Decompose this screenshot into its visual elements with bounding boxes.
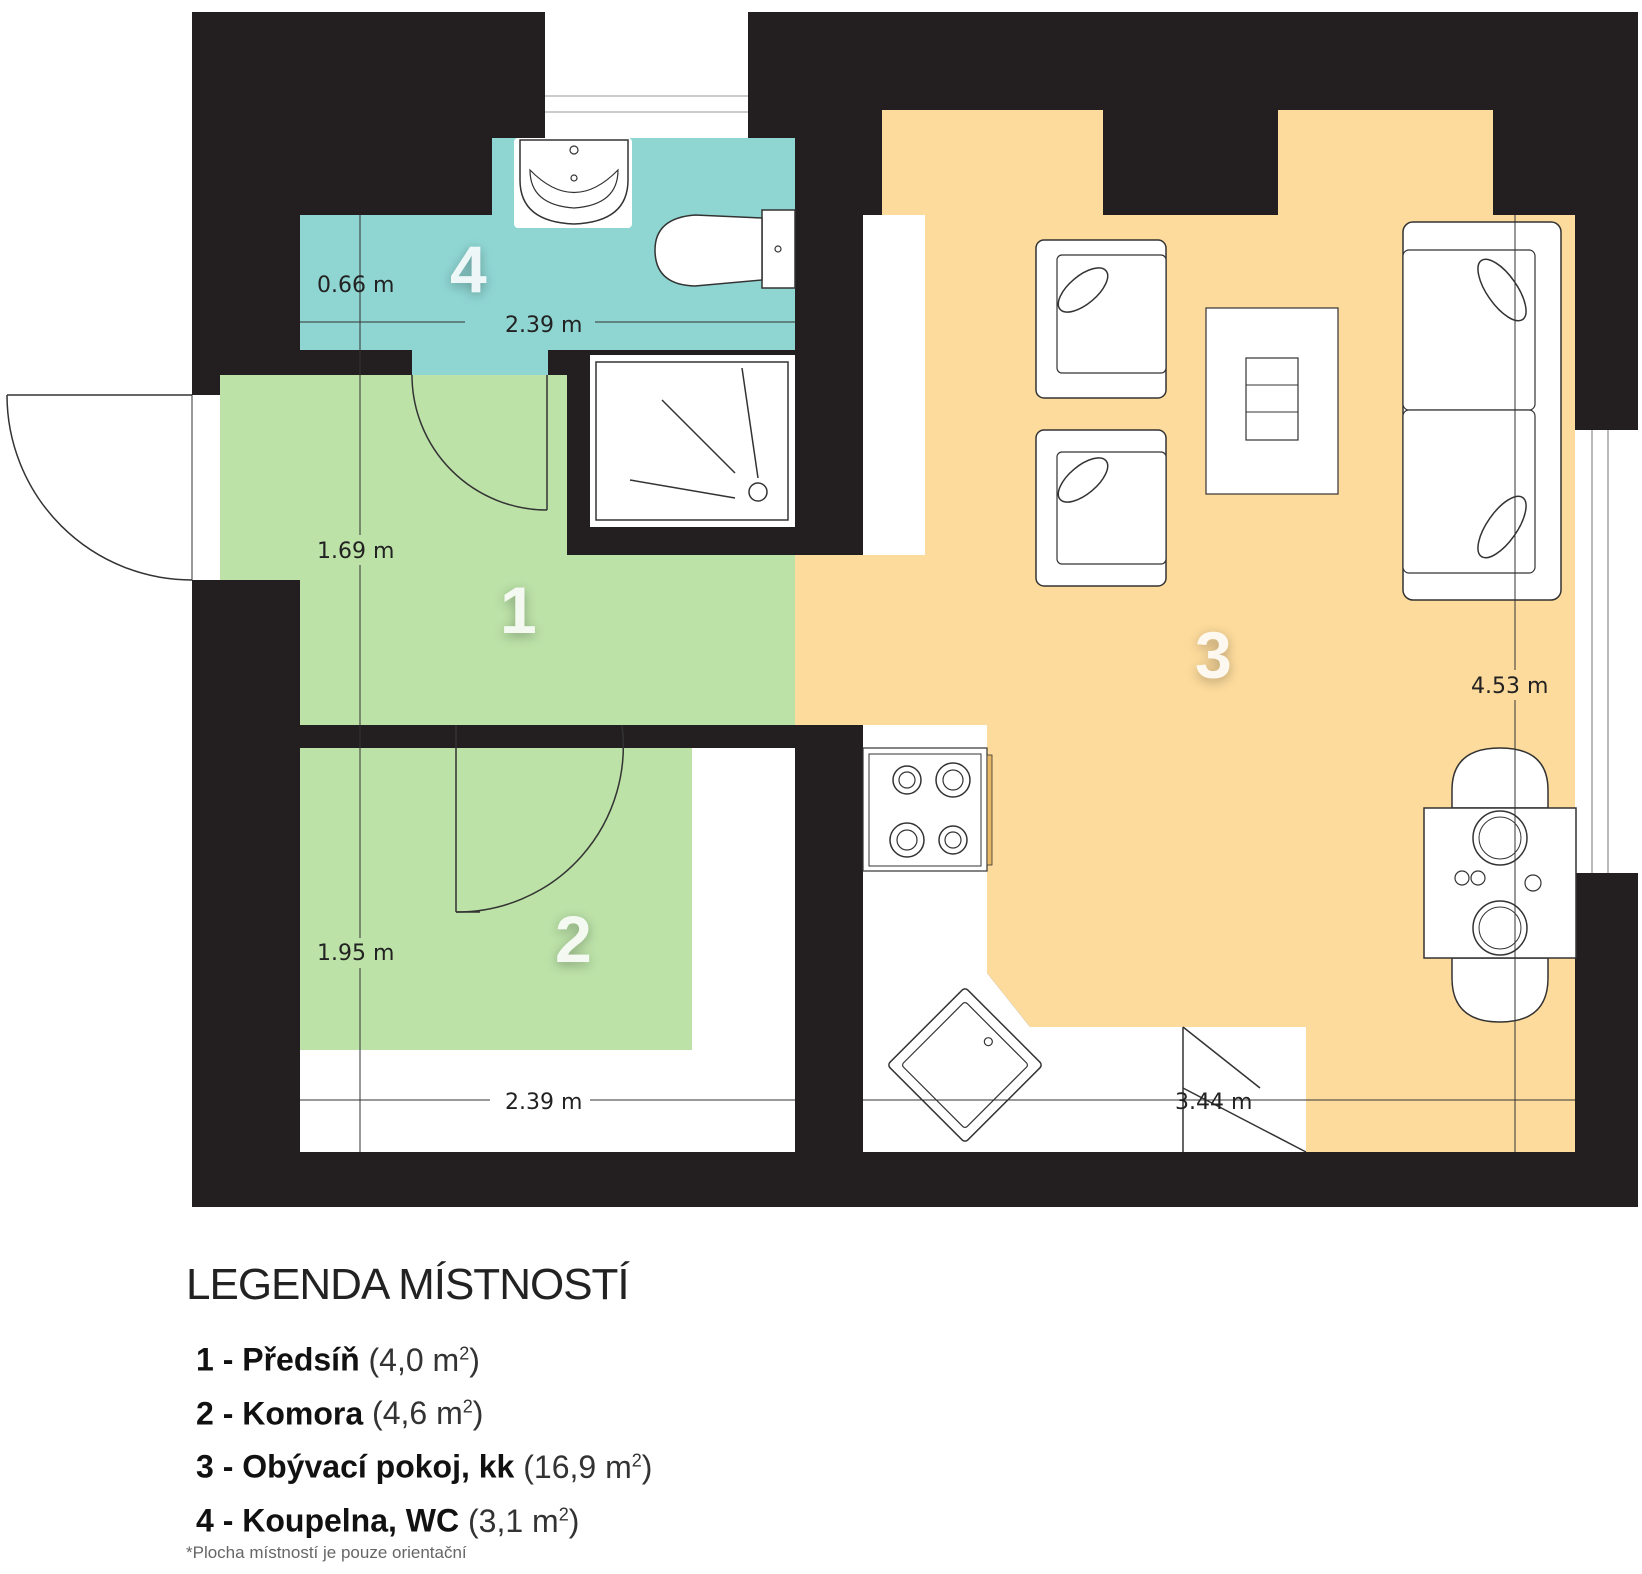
room-legend: LEGENDA MÍSTNOSTÍ 1 - Předsíň (4,0 m2) 2… (186, 1260, 652, 1545)
legend-num: 4 - (196, 1502, 234, 1539)
kitchen-sink (888, 988, 1042, 1142)
room-label-2: 2 (555, 902, 592, 976)
dim-bath-width: 2.39 m (505, 313, 582, 338)
entrance-door (6, 394, 193, 581)
right-window (1575, 430, 1638, 873)
room-bathroom (300, 138, 795, 350)
legend-name: Komora (242, 1395, 364, 1432)
shower (590, 355, 795, 527)
sofa (1402, 221, 1562, 601)
bathroom-door (411, 374, 548, 511)
storage-door (455, 724, 625, 913)
stove (862, 747, 993, 872)
top-window (545, 12, 748, 138)
legend-item: 4 - Koupelna, WC (3,1 m2) (196, 1491, 652, 1545)
area-note: *Plocha místností je pouze orientační (186, 1543, 467, 1562)
legend-name: Předsíň (242, 1341, 360, 1378)
armchair (1035, 429, 1167, 587)
legend-num: 2 - (196, 1395, 234, 1432)
legend-name: Obývací pokoj, kk (242, 1448, 515, 1485)
legend-item: 3 - Obývací pokoj, kk (16,9 m2) (196, 1437, 652, 1491)
room-label-4: 4 (450, 232, 487, 306)
room-label-1: 1 (500, 573, 537, 647)
dining-set (1423, 747, 1577, 1023)
legend-name: Koupelna, WC (242, 1502, 460, 1539)
legend-area: (4,0 m2) (368, 1341, 480, 1378)
dim-storage-height: 1.95 m (317, 941, 394, 966)
legend-item: 1 - Předsíň (4,0 m2) (196, 1330, 652, 1384)
toilet (654, 209, 796, 289)
legend-title: LEGENDA MÍSTNOSTÍ (186, 1260, 630, 1309)
wardrobe (863, 215, 925, 555)
legend-num: 3 - (196, 1448, 234, 1485)
room-living (795, 110, 1575, 1152)
room-hall (220, 375, 795, 725)
legend-item: 2 - Komora (4,6 m2) (196, 1384, 652, 1438)
dim-living-width: 3.44 m (1175, 1090, 1252, 1115)
legend-area: (3,1 m2) (468, 1502, 580, 1539)
dim-hall-height: 1.69 m (317, 539, 394, 564)
dim-bottom-left-width: 2.39 m (505, 1090, 582, 1115)
entrance-opening (192, 395, 220, 580)
legend-area: (4,6 m2) (372, 1395, 484, 1432)
legend-area: (16,9 m2) (523, 1448, 653, 1485)
dim-living-height: 4.53 m (1471, 674, 1548, 699)
coffee-table (1205, 307, 1339, 495)
legend-num: 1 - (196, 1341, 234, 1378)
room-label-3: 3 (1195, 618, 1232, 692)
dim-bath-height: 0.66 m (317, 273, 394, 298)
armchair (1035, 239, 1167, 399)
room-storage (300, 748, 692, 1050)
